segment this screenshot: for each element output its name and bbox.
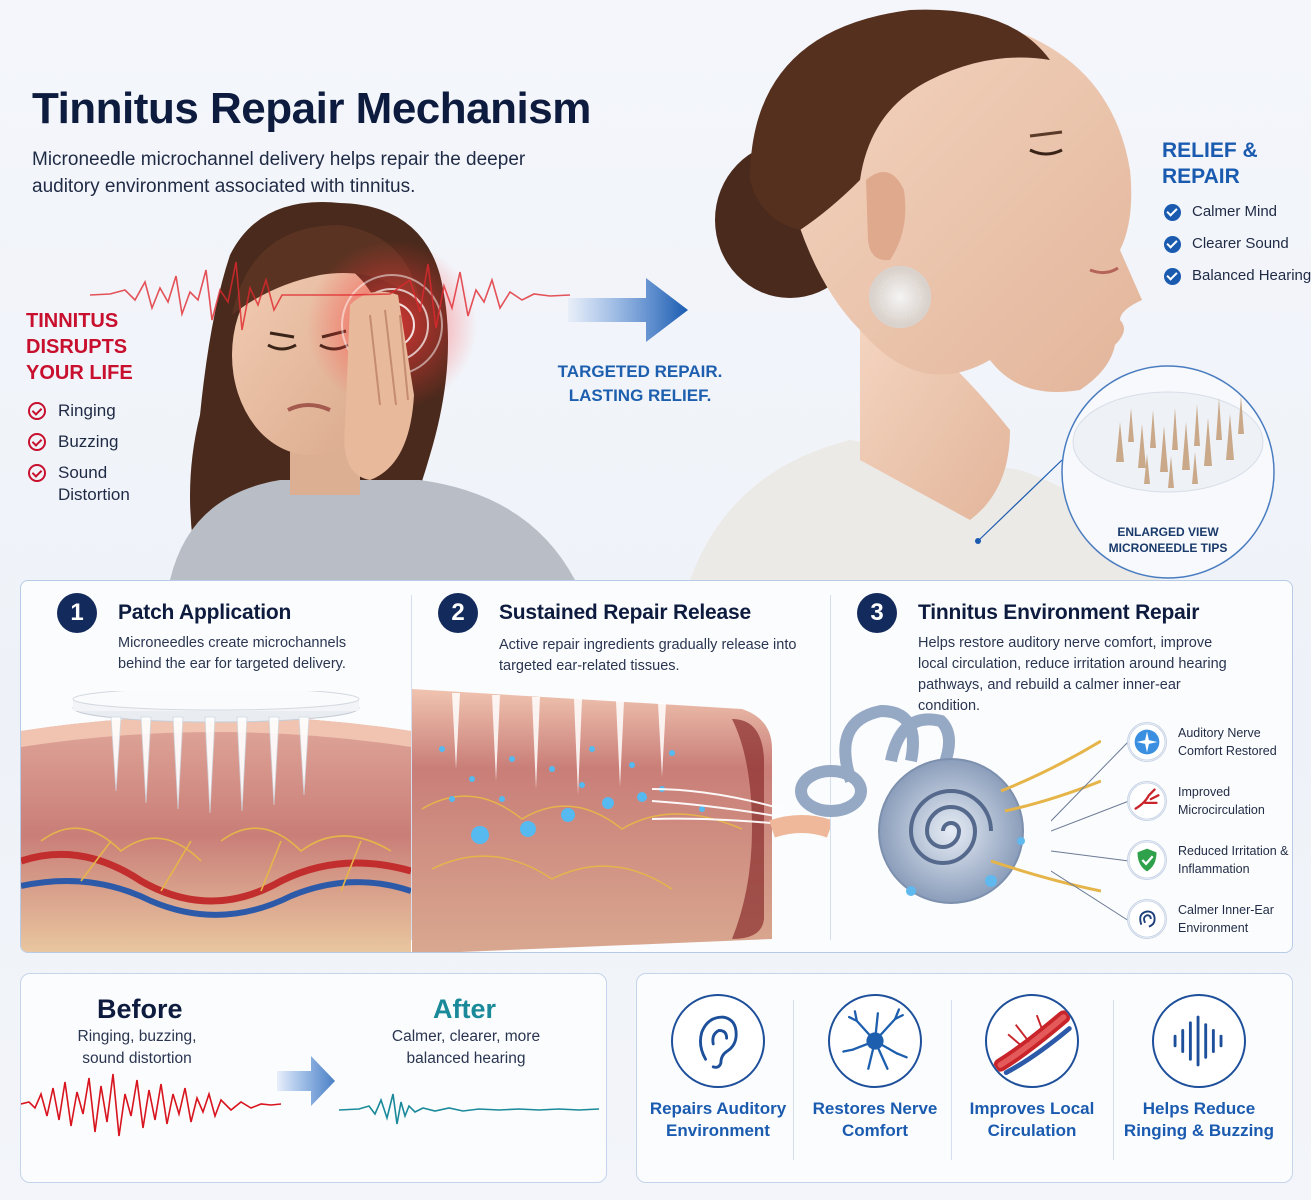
list-item: Buzzing — [26, 431, 166, 453]
list-item: Balanced Hearing — [1162, 266, 1311, 286]
benefit-calmer-inner-ear: Calmer Inner-Ear Environment — [1127, 899, 1292, 939]
before-after-panel: Before Ringing, buzzing, sound distortio… — [20, 973, 607, 1183]
relief-repair-panel: RELIEF & REPAIR Calmer Mind Clearer Soun… — [1162, 138, 1311, 298]
arrow-right-icon — [277, 1056, 335, 1106]
ear-icon — [671, 994, 765, 1088]
woman-relief-illustration — [690, 9, 1160, 580]
step-title: Sustained Repair Release — [499, 601, 751, 624]
step-desc: Microneedles create microchannels behind… — [118, 635, 347, 672]
red-check-icon — [28, 433, 46, 451]
step-1: 1 Patch Application Microneedles create … — [21, 581, 411, 952]
step-number: 2 — [438, 593, 478, 633]
red-check-icon — [28, 464, 46, 482]
step-title: Tinnitus Environment Repair — [918, 601, 1200, 624]
sound-wave-icon — [1152, 994, 1246, 1088]
benefit-divider — [951, 1000, 952, 1160]
benefit-reduce-ringing: Helps Reduce Ringing & Buzzing — [1118, 974, 1280, 1182]
inner-ear-cochlea-illustration — [795, 704, 1101, 904]
microneedle-zoom-view — [1061, 365, 1275, 579]
tinnitus-disrupts-panel: TINNITUS DISRUPTS YOUR LIFE Ringing Buzz… — [26, 308, 166, 515]
benefit-restores-nerve: Restores Nerve Comfort — [794, 974, 956, 1182]
step-title: Patch Application — [118, 601, 292, 624]
vessel-icon — [1127, 781, 1167, 821]
ear-waves-icon — [1127, 899, 1167, 939]
skin-patch-illustration — [21, 691, 411, 952]
tinnitus-disrupts-heading: TINNITUS DISRUPTS YOUR LIFE — [26, 310, 133, 384]
step-number: 1 — [57, 593, 97, 633]
step-number: 3 — [857, 593, 897, 633]
page-subtitle: Microneedle microchannel delivery helps … — [32, 149, 526, 197]
after-desc: Calmer, clearer, more balanced hearing — [391, 1028, 541, 1067]
step-divider — [411, 595, 412, 940]
benefit-microcirculation: Improved Microcirculation — [1127, 781, 1292, 821]
benefit-repairs-auditory: Repairs Auditory Environment — [637, 974, 799, 1182]
after-teal-wave — [339, 1093, 599, 1125]
tissue-release-illustration — [412, 689, 830, 952]
benefit-divider — [1113, 1000, 1114, 1160]
page-title: Tinnitus Repair Mechanism — [32, 84, 591, 133]
blue-check-icon — [1164, 236, 1181, 253]
before-red-wave — [21, 1073, 281, 1137]
before-desc: Ringing, buzzing, sound distortion — [77, 1028, 197, 1067]
benefit-divider — [793, 1000, 794, 1160]
red-noise-wave — [90, 261, 570, 331]
relief-repair-heading: RELIEF & REPAIR — [1162, 139, 1258, 188]
blue-check-icon — [1164, 204, 1181, 221]
blood-vessel-icon — [985, 994, 1079, 1088]
neuron-icon — [828, 994, 922, 1088]
list-item: Sound Distortion — [26, 462, 166, 506]
benefit-improves-circulation: Improves Local Circulation — [951, 974, 1113, 1182]
targeted-repair-tagline: TARGETED REPAIR. LASTING RELIEF. — [557, 362, 723, 405]
connector-lines — [1051, 740, 1130, 922]
blue-check-icon — [1164, 268, 1181, 285]
step-desc: Helps restore auditory nerve comfort, im… — [918, 635, 1227, 714]
list-item: Ringing — [26, 400, 166, 422]
benefit-reduced-irritation: Reduced Irritation & Inflammation — [1127, 840, 1292, 880]
nerve-spark-icon — [1127, 722, 1167, 762]
before-title: Before — [97, 994, 183, 1024]
step-3: 3 Tinnitus Environment Repair Helps rest… — [795, 581, 1292, 952]
red-check-icon — [28, 402, 46, 420]
list-item: Calmer Mind — [1162, 202, 1311, 222]
benefit-auditory-nerve: Auditory Nerve Comfort Restored — [1127, 722, 1292, 762]
steps-panel: 1 Patch Application Microneedles create … — [20, 580, 1293, 953]
shield-check-icon — [1127, 840, 1167, 880]
arrow-right-icon — [568, 278, 688, 342]
step-desc: Active repair ingredients gradually rele… — [499, 637, 797, 674]
zoom-label: ENLARGED VIEW MICRONEEDLE TIPS — [1108, 525, 1228, 555]
after-title: After — [433, 994, 497, 1024]
step-2: 2 Sustained Repair Release Active repair… — [412, 581, 830, 952]
list-item: Clearer Sound — [1162, 234, 1311, 254]
benefits-panel: Repairs Auditory Environment Restores Ne… — [636, 973, 1293, 1183]
